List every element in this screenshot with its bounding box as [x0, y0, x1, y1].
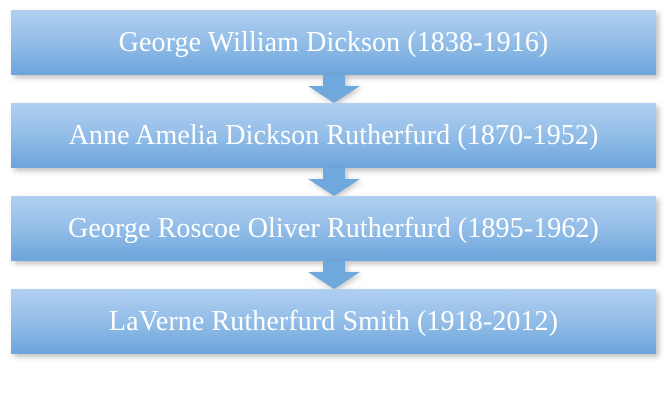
flowchart-connector-1	[307, 75, 360, 103]
flowchart-node-2[interactable]: Anne Amelia Dickson Rutherfurd (1870-195…	[11, 103, 656, 168]
arrow-down-icon	[307, 168, 360, 196]
flowchart-connector-2	[307, 168, 360, 196]
flowchart-node-label: George Roscoe Oliver Rutherfurd (1895-19…	[68, 212, 599, 244]
arrow-down-icon	[307, 261, 360, 289]
flowchart-node-3[interactable]: George Roscoe Oliver Rutherfurd (1895-19…	[11, 196, 656, 261]
flowchart-node-label: George William Dickson (1838-1916)	[118, 26, 549, 58]
flowchart-node-1[interactable]: George William Dickson (1838-1916)	[11, 10, 656, 75]
flowchart-node-label: Anne Amelia Dickson Rutherfurd (1870-195…	[68, 119, 599, 151]
arrow-down-icon	[307, 75, 360, 103]
flowchart-connector-3	[307, 261, 360, 289]
flowchart-node-label: LaVerne Rutherfurd Smith (1918-2012)	[108, 305, 559, 337]
flowchart-node-4[interactable]: LaVerne Rutherfurd Smith (1918-2012)	[11, 289, 656, 354]
